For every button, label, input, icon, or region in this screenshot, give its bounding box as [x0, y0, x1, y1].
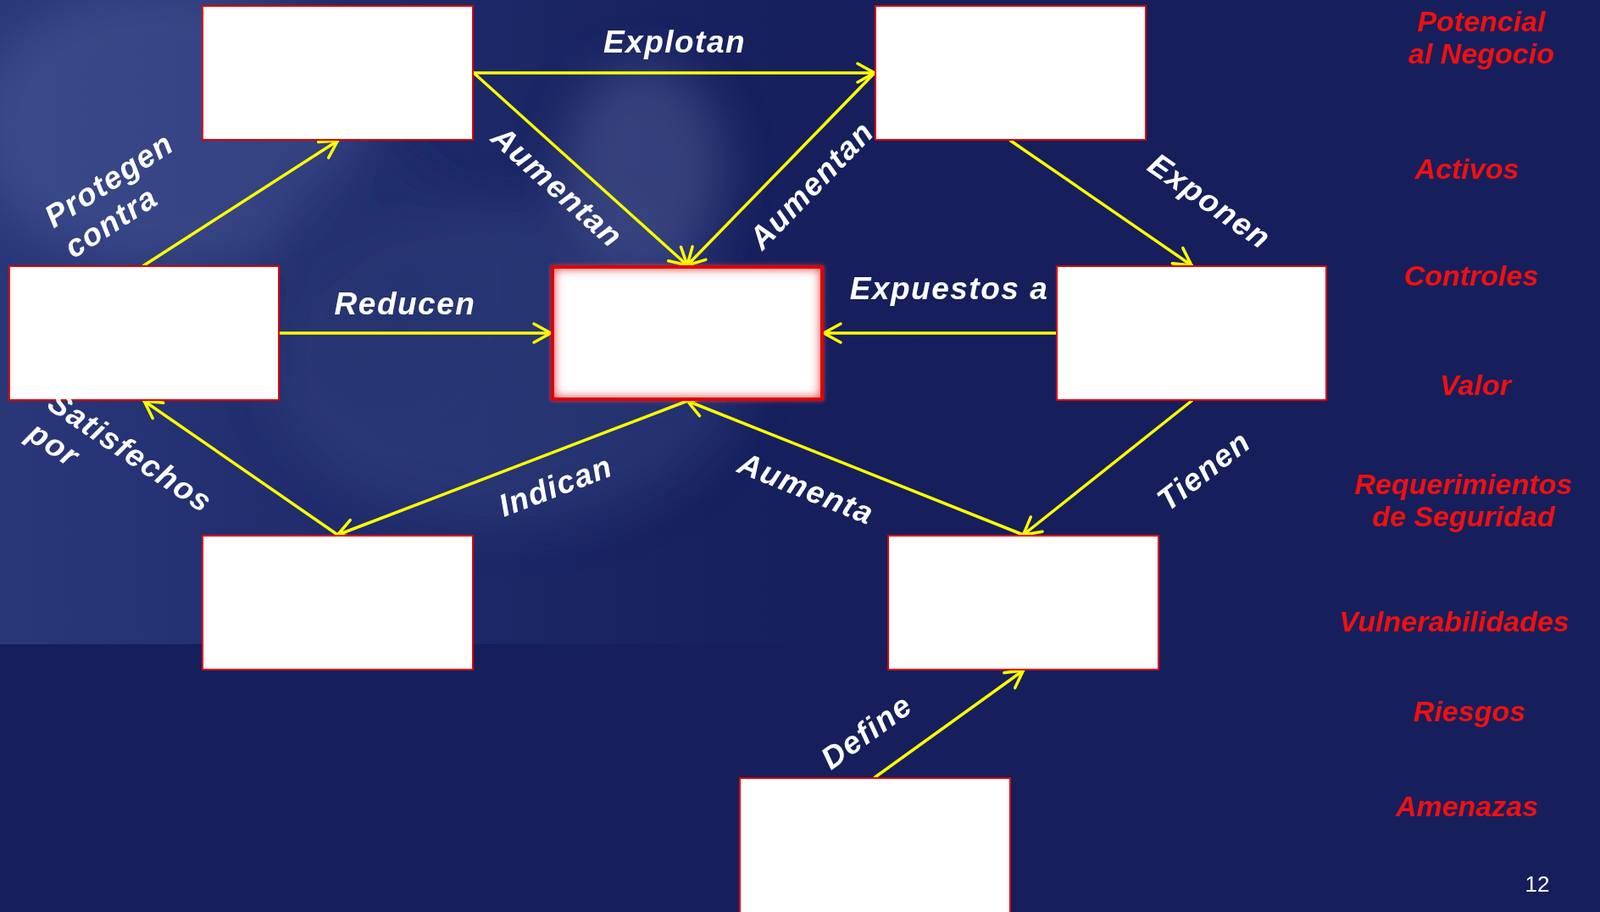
connector-arrow [473, 63, 875, 83]
arrow-head [1023, 516, 1043, 535]
connector-arrow [1023, 400, 1193, 535]
term-option: Vulnerabilidades [1338, 605, 1569, 638]
connector-arrow [823, 323, 1056, 343]
connector-line [279, 331, 551, 335]
concept-box [738, 777, 1012, 912]
arrow-head [1004, 670, 1024, 689]
concept-box [201, 534, 474, 671]
arrow-head [687, 398, 707, 416]
edge-label: Define [814, 687, 920, 778]
arrow-head [668, 246, 688, 266]
edge-label: Tienen [1150, 423, 1259, 519]
term-option: Amenazas [1395, 789, 1539, 823]
connector-line [473, 71, 875, 75]
arrow-head [687, 246, 706, 266]
connector-line [687, 400, 1024, 535]
arrow-head [823, 323, 841, 343]
arrow-head [533, 323, 551, 343]
connector-arrow [279, 323, 551, 343]
concept-box [874, 5, 1147, 141]
edge-label: Explotan [603, 24, 746, 62]
connector-line [1023, 400, 1193, 535]
page-number: 12 [1525, 871, 1550, 898]
arrow-head [857, 63, 875, 83]
concept-box [201, 5, 474, 141]
edge-label: Reducen [334, 286, 477, 323]
photo-shadow [262, 144, 467, 416]
connector-arrow [338, 400, 689, 538]
edge-label: Exponen [1141, 146, 1278, 257]
term-option: Riesgos [1413, 694, 1526, 728]
edge-label: Expuestos a [850, 271, 1049, 308]
term-option: Controles [1404, 259, 1539, 292]
arrow-head [144, 400, 164, 418]
concept-box [550, 265, 824, 401]
term-option: Activos [1415, 152, 1520, 185]
connector-arrow [687, 398, 1024, 535]
term-option: Valor [1439, 368, 1512, 401]
connector-arrow [473, 72, 688, 266]
concept-box [8, 265, 280, 401]
connector-line [338, 400, 689, 535]
concept-box [1055, 265, 1328, 401]
arrow-head [1172, 248, 1192, 266]
arrow-head [318, 140, 339, 158]
connector-line [823, 331, 1056, 335]
term-option: Potencial al Negocio [1405, 5, 1558, 70]
connector-line [473, 72, 688, 266]
term-option: Requerimientos de Seguridad [1344, 467, 1583, 533]
concept-box [887, 534, 1160, 671]
